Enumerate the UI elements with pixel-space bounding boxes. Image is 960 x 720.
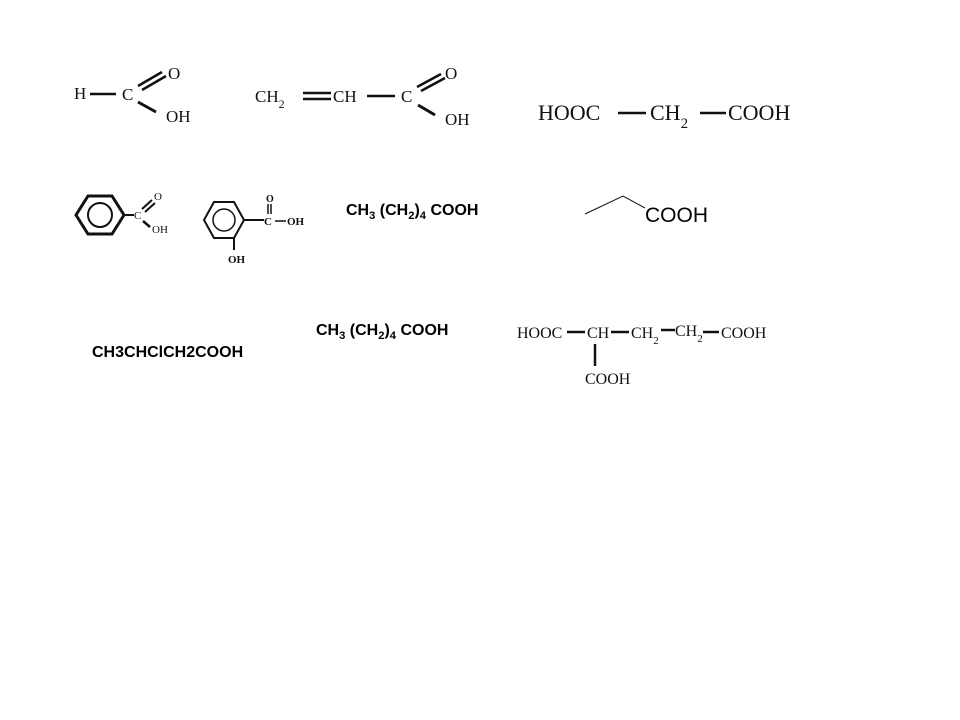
salicylic-acid-structure: C O OH OH bbox=[202, 194, 305, 266]
svg-text:CH2: CH2 bbox=[650, 100, 688, 132]
atom-o: O bbox=[445, 64, 457, 83]
hexanoic-acid-formula-2: CH3 (CH2)4 COOH bbox=[316, 322, 449, 342]
atom-oh: OH bbox=[166, 107, 191, 126]
group-hooc: HOOC bbox=[538, 100, 600, 125]
svg-text:CH2: CH2 bbox=[255, 87, 285, 111]
atom-o: O bbox=[154, 191, 162, 203]
atom-c: C bbox=[134, 210, 141, 222]
hexanoic-acid-formula-1: CH3 (CH2)4 COOH bbox=[346, 202, 479, 222]
atom-c: C bbox=[122, 85, 133, 104]
atom-c: C bbox=[264, 216, 272, 228]
atom-o: O bbox=[266, 194, 274, 205]
group-cooh-right: COOH bbox=[721, 325, 767, 342]
atom-c: C bbox=[401, 87, 412, 106]
atom-oh: OH bbox=[287, 216, 305, 228]
formic-acid-structure: H C O OH bbox=[74, 64, 191, 126]
group-hooc: HOOC bbox=[517, 325, 562, 342]
group-ch: CH bbox=[587, 325, 610, 342]
atom-ch: CH bbox=[333, 87, 357, 106]
atom-ring-oh: OH bbox=[228, 254, 246, 266]
acrylic-acid-structure: CH2 CH C O OH bbox=[255, 64, 470, 129]
atom-oh: OH bbox=[152, 224, 168, 236]
benzoic-acid-structure: C O OH bbox=[74, 191, 168, 236]
atom-h: H bbox=[74, 84, 86, 103]
malonic-acid-structure: HOOC CH2 COOH bbox=[538, 100, 790, 132]
atom-oh: OH bbox=[445, 110, 470, 129]
group-cooh-branch: COOH bbox=[585, 371, 631, 388]
group-cooh: COOH bbox=[728, 100, 790, 125]
atom-o: O bbox=[168, 64, 180, 83]
propanoic-acid-skeletal-structure: COOH bbox=[584, 195, 708, 227]
svg-text:CH2: CH2 bbox=[675, 323, 703, 345]
chlorobutanoic-acid-formula: CH3CHClCH2COOH bbox=[92, 344, 244, 361]
propane-tricarboxylic-acid-structure: HOOC CH CH2 CH2 COOH COOH bbox=[517, 323, 767, 388]
group-cooh: COOH bbox=[645, 204, 708, 227]
svg-text:CH2: CH2 bbox=[631, 325, 659, 347]
